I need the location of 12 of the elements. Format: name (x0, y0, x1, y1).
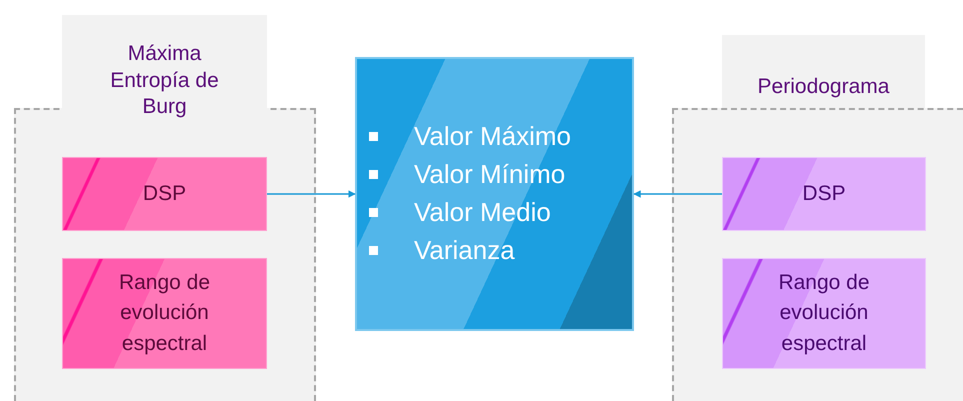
arrow (633, 190, 722, 198)
group-heading: Periodograma (722, 35, 925, 108)
list-item: Valor Máximo (414, 120, 572, 153)
list-item: Varianza (414, 234, 515, 267)
list-item: Valor Mínimo (414, 158, 566, 191)
process-box: Rango de evolución espectral (722, 258, 926, 369)
arrow (267, 190, 356, 198)
process-box: DSP (722, 157, 926, 231)
list-box (355, 57, 634, 331)
process-box: Rango de evolución espectral (62, 258, 267, 369)
list-item: Valor Medio (414, 196, 551, 229)
process-box: DSP (62, 157, 267, 231)
